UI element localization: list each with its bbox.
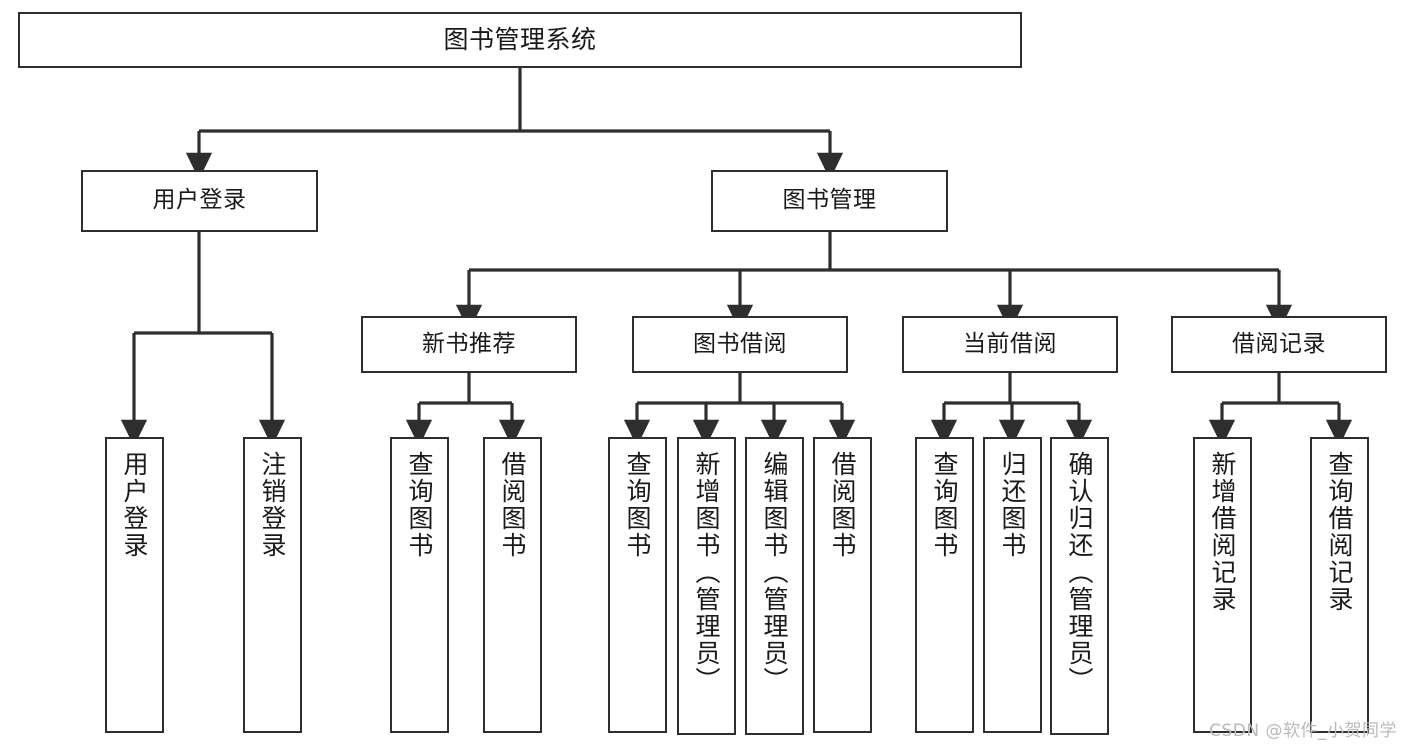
node-root-book-management-system[interactable]: 图书管理系统 [18,12,1022,68]
node-leaf-borrow-book[interactable]: 借阅图书 [813,437,872,733]
node-label: 图书管理系统 [443,25,597,55]
node-label: 查询借阅记录 [1325,451,1354,613]
node-leaf-query-book-current[interactable]: 查询图书 [915,437,974,733]
node-label: 当前借阅 [963,330,1057,357]
node-label: 查询图书 [930,451,959,559]
node-label: 新增借阅记录 [1208,451,1237,613]
node-label: 图书借阅 [693,330,787,357]
node-leaf-return-book[interactable]: 归还图书 [983,437,1042,733]
node-label: 归还图书 [998,451,1027,559]
node-leaf-logout[interactable]: 注销登录 [243,437,302,733]
node-leaf-edit-book-admin[interactable]: 编辑图书（管理员） [745,437,804,735]
node-leaf-borrow-book-recommend[interactable]: 借阅图书 [483,437,542,733]
node-label: 查询图书 [405,451,434,559]
node-borrow-record[interactable]: 借阅记录 [1171,316,1387,373]
node-label: 注销登录 [258,451,287,559]
node-book-management[interactable]: 图书管理 [711,170,948,232]
node-label: 借阅图书 [828,451,857,559]
node-new-book-recommend[interactable]: 新书推荐 [361,316,577,373]
node-label: 新书推荐 [422,330,516,357]
node-leaf-query-borrow-record[interactable]: 查询借阅记录 [1310,437,1369,733]
node-leaf-add-book-admin[interactable]: 新增图书（管理员） [677,437,736,735]
node-book-borrow[interactable]: 图书借阅 [632,316,848,373]
node-leaf-confirm-return-admin[interactable]: 确认归还（管理员） [1050,437,1109,735]
node-leaf-query-book-borrow[interactable]: 查询图书 [608,437,667,733]
node-label: 图书管理 [782,187,877,214]
node-current-borrow[interactable]: 当前借阅 [902,316,1118,373]
node-label: 用户登录 [120,451,149,559]
csdn-watermark: CSDN @软件_小贺同学 [1209,721,1397,741]
node-label: 用户登录 [152,187,247,214]
node-label: 确认归还（管理员） [1065,451,1094,694]
node-label: 借阅记录 [1232,330,1326,357]
node-leaf-user-login[interactable]: 用户登录 [105,437,164,733]
node-leaf-query-book-recommend[interactable]: 查询图书 [390,437,449,733]
node-user-login[interactable]: 用户登录 [81,170,318,232]
node-leaf-add-borrow-record[interactable]: 新增借阅记录 [1193,437,1252,733]
node-label: 借阅图书 [498,451,527,559]
node-label: 查询图书 [623,451,652,559]
node-label: 新增图书（管理员） [692,451,721,694]
node-label: 编辑图书（管理员） [760,451,789,694]
